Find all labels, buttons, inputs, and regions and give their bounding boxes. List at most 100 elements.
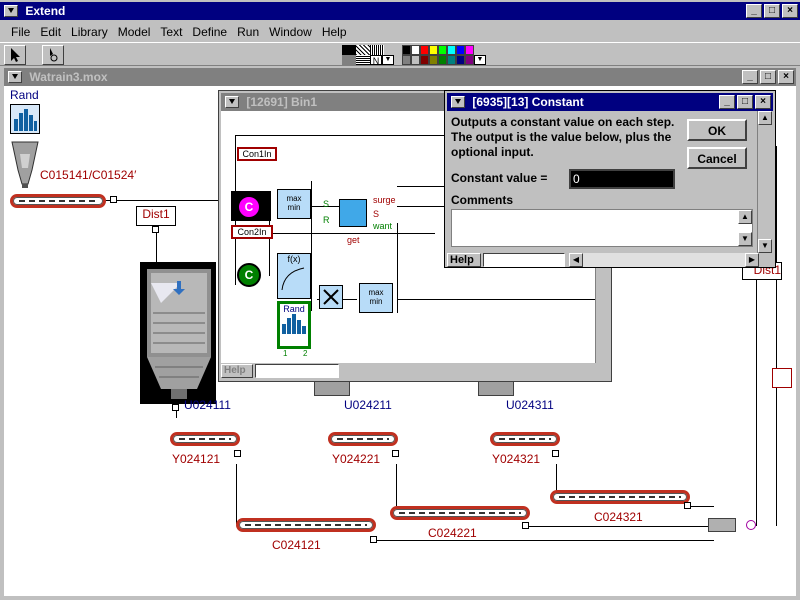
con2in-block[interactable]: Con2In (231, 225, 273, 239)
discharge-u024211[interactable] (314, 380, 350, 396)
cancel-button[interactable]: Cancel (687, 147, 747, 169)
palette-swatch[interactable] (402, 45, 411, 55)
conveyor-y024121[interactable] (170, 432, 240, 446)
connector[interactable] (152, 226, 159, 233)
menu-define[interactable]: Define (192, 25, 228, 39)
pattern-selector[interactable]: N ▼ (342, 45, 394, 66)
palette-swatch[interactable] (420, 55, 429, 65)
menu-model[interactable]: Model (117, 25, 151, 39)
rand-block[interactable] (10, 104, 40, 134)
menu-text[interactable]: Text (160, 25, 183, 39)
palette-swatch[interactable] (402, 55, 411, 65)
dialog-minimize-button[interactable]: _ (719, 95, 735, 109)
palette-swatch[interactable] (438, 55, 447, 65)
palette-swatch[interactable] (411, 55, 420, 65)
exit-circle-icon[interactable] (746, 520, 756, 530)
palette-swatch[interactable] (447, 45, 456, 55)
model-system-menu-icon[interactable] (8, 70, 22, 83)
max-min-block-1[interactable]: max min (277, 189, 311, 219)
palette-swatch[interactable] (465, 45, 474, 55)
connector[interactable] (110, 196, 117, 203)
rand-block-bin[interactable]: Rand (277, 301, 311, 349)
fx-block[interactable]: f(x) (277, 253, 311, 299)
dialog-system-menu-icon[interactable] (451, 95, 465, 108)
partial-block-right[interactable] (772, 368, 792, 388)
conveyor-c024221[interactable] (390, 506, 530, 520)
maximize-button[interactable]: □ (764, 4, 780, 18)
menu-file[interactable]: File (11, 25, 31, 39)
dialog-help-button[interactable]: Help (447, 253, 481, 267)
palette-swatch[interactable] (411, 45, 420, 55)
connector[interactable] (370, 536, 377, 543)
discharge-u024311[interactable] (478, 380, 514, 396)
dialog-scroll-right-icon[interactable]: ▶ (745, 253, 759, 267)
want-port-label: want (373, 221, 393, 231)
conveyor-y024321[interactable] (490, 432, 560, 446)
rand-label: Rand (10, 88, 39, 102)
connection-line (776, 146, 777, 526)
conveyor-c024121[interactable] (236, 518, 376, 532)
model-close-button[interactable]: × (778, 70, 794, 84)
app-title: Extend (25, 4, 66, 18)
conveyor-c015141[interactable] (10, 194, 106, 208)
dialog-horizontal-scrollbar[interactable] (583, 253, 745, 267)
close-button[interactable]: × (782, 4, 798, 18)
palette-swatch[interactable] (447, 55, 456, 65)
constant-block-2[interactable]: C (237, 263, 261, 287)
conveyor-y024221[interactable] (328, 432, 398, 446)
menu-window[interactable]: Window (269, 25, 312, 39)
block-tool-button[interactable] (42, 45, 64, 65)
bin-u024111[interactable] (140, 262, 216, 404)
dialog-scroll-left-icon[interactable]: ◀ (569, 253, 583, 267)
bin-logic-block[interactable] (339, 199, 367, 227)
connector[interactable] (684, 502, 691, 509)
c024121-label: C024121 (272, 538, 321, 552)
dialog-vertical-scrollbar[interactable]: ▲ ▼ (757, 111, 773, 253)
y024121-label: Y024121 (172, 452, 221, 466)
palette-swatch[interactable] (438, 45, 447, 55)
dist1-block[interactable]: Dist1 (136, 206, 176, 226)
comments-scroll-down-icon[interactable]: ▼ (738, 232, 752, 246)
palette-swatch[interactable] (456, 55, 465, 65)
model-maximize-button[interactable]: □ (760, 70, 776, 84)
merge-block[interactable] (708, 518, 736, 532)
palette-swatch[interactable] (420, 45, 429, 55)
con1in-block[interactable]: Con1In (237, 147, 277, 161)
connector[interactable] (172, 404, 179, 411)
connection-line (374, 540, 714, 541)
multiply-block[interactable] (319, 285, 343, 309)
comments-scroll-up-icon[interactable]: ▲ (738, 210, 752, 224)
bin1-system-menu-icon[interactable] (225, 95, 239, 108)
menu-help[interactable]: Help (321, 25, 347, 39)
menu-library[interactable]: Library (71, 25, 108, 39)
palette-swatch[interactable] (465, 55, 474, 65)
connector[interactable] (234, 450, 241, 457)
model-minimize-button[interactable]: _ (742, 70, 758, 84)
dialog-scroll-up-icon[interactable]: ▲ (758, 111, 772, 125)
dialog-scroll-down-icon[interactable]: ▼ (758, 239, 772, 253)
color-palette[interactable] (402, 45, 474, 65)
constant-value-input[interactable] (569, 169, 675, 189)
palette-swatch[interactable] (429, 45, 438, 55)
menu-edit[interactable]: Edit (40, 25, 62, 39)
chevron-down-icon[interactable]: ▼ (382, 55, 394, 65)
dialog-close-button[interactable]: × (755, 95, 771, 109)
constant-block-1[interactable]: C (237, 195, 261, 219)
dialog-maximize-button[interactable]: □ (737, 95, 753, 109)
palette-swatch[interactable] (429, 55, 438, 65)
minimize-button[interactable]: _ (746, 4, 762, 18)
max-min-block-2[interactable]: max min (359, 283, 393, 313)
hopper-c015141[interactable] (10, 140, 40, 190)
bin1-help-button[interactable]: Help (221, 364, 253, 378)
comments-textarea[interactable]: ▲ ▼ (451, 209, 753, 247)
system-menu-icon[interactable] (4, 4, 18, 17)
conveyor-c024321[interactable] (550, 490, 690, 504)
ok-button[interactable]: OK (687, 119, 747, 141)
connector[interactable] (392, 450, 399, 457)
connector[interactable] (522, 522, 529, 529)
connector[interactable] (552, 450, 559, 457)
menu-run[interactable]: Run (237, 25, 260, 39)
palette-swatch[interactable] (456, 45, 465, 55)
pointer-tool-button[interactable] (4, 45, 26, 65)
palette-chevron-icon[interactable]: ▼ (474, 55, 486, 65)
